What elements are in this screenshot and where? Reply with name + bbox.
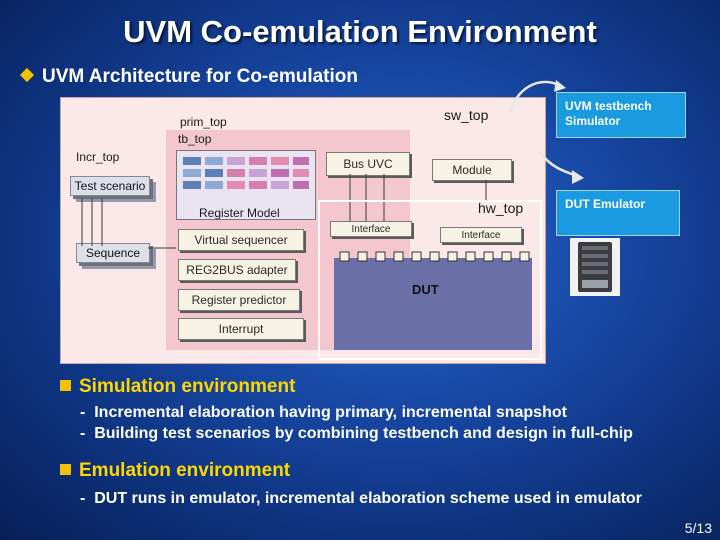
slide-title: UVM Co-emulation Environment — [123, 14, 597, 49]
interface-left-box: Interface — [330, 221, 412, 237]
simulation-heading-text: Simulation environment — [79, 376, 296, 397]
interface-right-box: Interface — [440, 227, 522, 243]
simulation-item-1: - Incremental elaboration having primary… — [80, 404, 633, 422]
bus-uvc-box: Bus UVC — [326, 152, 410, 176]
square-bullet-icon — [60, 380, 71, 391]
sequence-box: Sequence — [76, 243, 150, 263]
register-predictor-box: Register predictor — [178, 289, 300, 311]
emulation-section: Emulation environment - DUT runs in emul… — [60, 460, 642, 508]
simulation-item-2: - Building test scenarios by combining t… — [80, 425, 633, 443]
hw-top-region — [318, 200, 542, 360]
emulation-heading: Emulation environment — [60, 460, 642, 482]
uvm-testbench-simulator-box: UVM testbench Simulator — [556, 92, 686, 138]
interrupt-box: Interrupt — [178, 318, 304, 340]
page-number: 5/13 — [684, 520, 712, 536]
prim-top-label: prim_top — [180, 115, 227, 129]
dash-icon: - — [80, 490, 95, 507]
simulation-section: Simulation environment - Incremental ela… — [60, 376, 633, 443]
hw-top-label: hw_top — [478, 200, 524, 216]
dut-area — [334, 258, 532, 350]
emulator-hardware-icon — [570, 238, 620, 296]
slide-subtitle: UVM Architecture for Co-emulation — [18, 66, 358, 88]
simulation-heading: Simulation environment — [60, 376, 633, 398]
emulation-heading-text: Emulation environment — [79, 460, 291, 481]
module-box: Module — [432, 159, 512, 181]
curved-arrows — [508, 80, 584, 184]
dut-label: DUT — [412, 282, 439, 297]
dut-emulator-box: DUT Emulator — [556, 190, 680, 236]
dut-port-row — [339, 251, 530, 262]
emulation-item-1-text: DUT runs in emulator, incremental elabor… — [94, 490, 642, 507]
dash-icon: - — [80, 425, 95, 442]
reg2bus-adapter-box: REG2BUS adapter — [178, 259, 296, 281]
simulation-item-2-text: Building test scenarios by combining tes… — [94, 425, 633, 442]
register-model-block: Register Model — [176, 150, 316, 220]
sequence-connectors — [81, 198, 176, 249]
incr-top-label: Incr_top — [76, 150, 120, 164]
virtual-sequencer-box: Virtual sequencer — [178, 229, 304, 251]
tb-top-label: tb_top — [178, 132, 212, 146]
emulation-item-1: - DUT runs in emulator, incremental elab… — [80, 490, 642, 508]
simulation-item-1-text: Incremental elaboration having primary, … — [94, 404, 567, 421]
subtitle-text: UVM Architecture for Co-emulation — [42, 66, 358, 87]
sw-top-label: sw_top — [444, 107, 489, 123]
diamond-bullet-icon — [19, 67, 35, 83]
square-bullet-icon — [60, 464, 71, 475]
register-model-label: Register Model — [199, 206, 280, 220]
dash-icon: - — [80, 404, 95, 421]
register-cells-graphic — [183, 157, 309, 189]
test-scenario-box: Test scenario — [70, 176, 150, 196]
